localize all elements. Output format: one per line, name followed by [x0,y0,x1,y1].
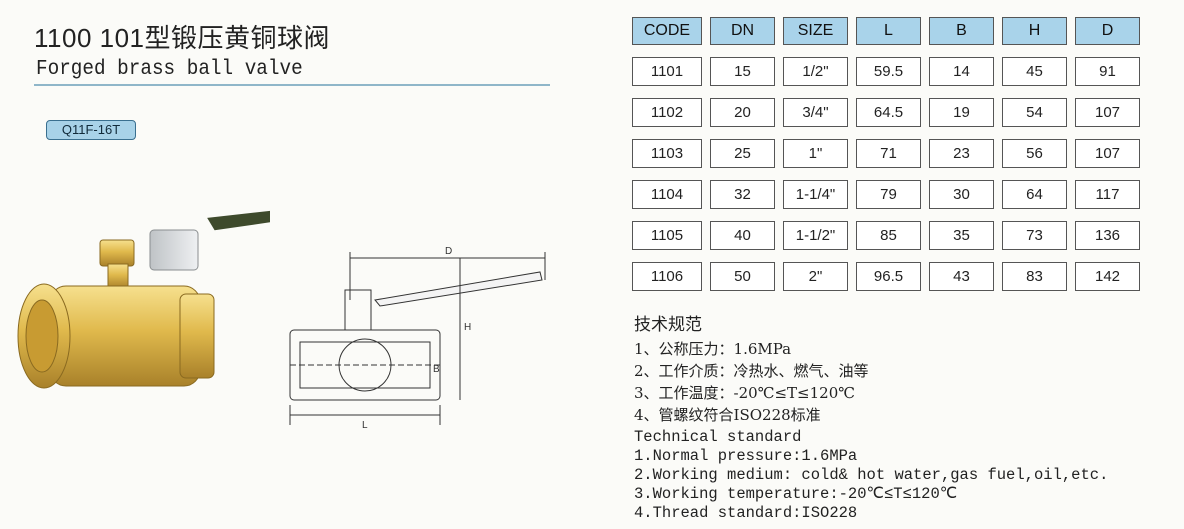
standard-cn-heading: 技术规范 [634,315,702,335]
table-cell: 1" [783,139,848,168]
table-row: 1106 50 2" 96.5 43 83 142 [632,262,1140,291]
title-divider [34,84,550,86]
column-header: D [1075,17,1140,45]
table-cell: 85 [856,221,921,250]
table-cell: 3/4" [783,98,848,127]
table-cell: 107 [1075,139,1140,168]
table-cell: 54 [1002,98,1067,127]
table-cell: 1106 [632,262,702,291]
valve-body [49,285,201,387]
column-header: CODE [632,17,702,45]
standard-cn-block: 技术规范 1、公称压力：1.6MPa 2、工作介质：冷热水、燃气、油等 3、工作… [634,310,869,426]
table-cell: 79 [856,180,921,209]
table-cell: 64 [1002,180,1067,209]
standard-cn-line: 2、工作介质：冷热水、燃气、油等 [634,362,869,380]
standard-en-line: 2.Working medium: cold& hot water,gas fu… [634,466,1109,484]
table-cell: 1103 [632,139,702,168]
column-header: DN [710,17,775,45]
technical-drawing: D H B L [289,246,546,431]
valve-nut [99,239,135,267]
standard-en-block: Technical standard 1.Normal pressure:1.6… [634,428,1108,523]
table-cell: 30 [929,180,994,209]
page-subtitle: Forged brass ball valve [36,58,303,81]
table-cell: 1/2" [783,57,848,86]
table-cell: 1-1/4" [783,180,848,209]
table-cell: 23 [929,139,994,168]
valve-end-hex [179,293,215,379]
table-row: 1104 32 1-1/4" 79 30 64 117 [632,180,1140,209]
table-cell: 64.5 [856,98,921,127]
table-cell: 35 [929,221,994,250]
standard-en-line: 4.Thread standard:ISO228 [634,504,858,522]
dim-b-label: B [433,364,440,375]
table-cell: 71 [856,139,921,168]
table-cell: 1-1/2" [783,221,848,250]
table-cell: 40 [710,221,775,250]
table-row: 1105 40 1-1/2" 85 35 73 136 [632,221,1140,250]
table-cell: 73 [1002,221,1067,250]
column-header: SIZE [783,17,848,45]
table-cell: 2" [783,262,848,291]
standard-en-line: 1.Normal pressure:1.6MPa [634,447,858,465]
valve-stem [107,263,129,289]
column-header: H [1002,17,1067,45]
table-cell: 25 [710,139,775,168]
table-cell: 91 [1075,57,1140,86]
table-cell: 117 [1075,180,1140,209]
table-cell: 1102 [632,98,702,127]
table-cell: 56 [1002,139,1067,168]
table-cell: 1101 [632,57,702,86]
table-cell: 142 [1075,262,1140,291]
dim-d-label: D [445,246,452,257]
table-cell: 15 [710,57,775,86]
table-cell: 19 [929,98,994,127]
table-cell: 83 [1002,262,1067,291]
dim-h-label: H [464,322,471,333]
table-cell: 14 [929,57,994,86]
standard-cn-line: 3、工作温度：-20℃≤T≤120℃ [634,384,856,402]
table-cell: 50 [710,262,775,291]
page-title: 1100 101型锻压黄铜球阀 [34,23,331,53]
table-cell: 107 [1075,98,1140,127]
table-cell: 32 [710,180,775,209]
column-header: B [929,17,994,45]
table-row: 1101 15 1/2" 59.5 14 45 91 [632,57,1140,86]
dim-l-label: L [362,420,368,431]
table-cell: 136 [1075,221,1140,250]
standard-cn-line: 1、公称压力：1.6MPa [634,340,792,358]
table-cell: 96.5 [856,262,921,291]
spec-table: CODE DN SIZE L B H D 1101 15 1/2" 59.5 1… [624,5,1148,303]
handle-bracket [149,229,199,271]
model-badge: Q11F-16T [46,120,136,140]
standard-en-heading: Technical standard [634,428,802,446]
valve-handle [207,210,270,231]
valve-photo [17,210,270,389]
table-cell: 45 [1002,57,1067,86]
table-cell: 43 [929,262,994,291]
table-cell: 59.5 [856,57,921,86]
table-header-row: CODE DN SIZE L B H D [632,17,1140,45]
table-cell: 20 [710,98,775,127]
table-cell: 1105 [632,221,702,250]
standard-cn-line: 4、管螺纹符合ISO228标准 [634,406,821,424]
table-row: 1102 20 3/4" 64.5 19 54 107 [632,98,1140,127]
standard-en-line: 3.Working temperature:-20℃≤T≤120℃ [634,485,958,503]
table-cell: 1104 [632,180,702,209]
table-row: 1103 25 1" 71 23 56 107 [632,139,1140,168]
column-header: L [856,17,921,45]
